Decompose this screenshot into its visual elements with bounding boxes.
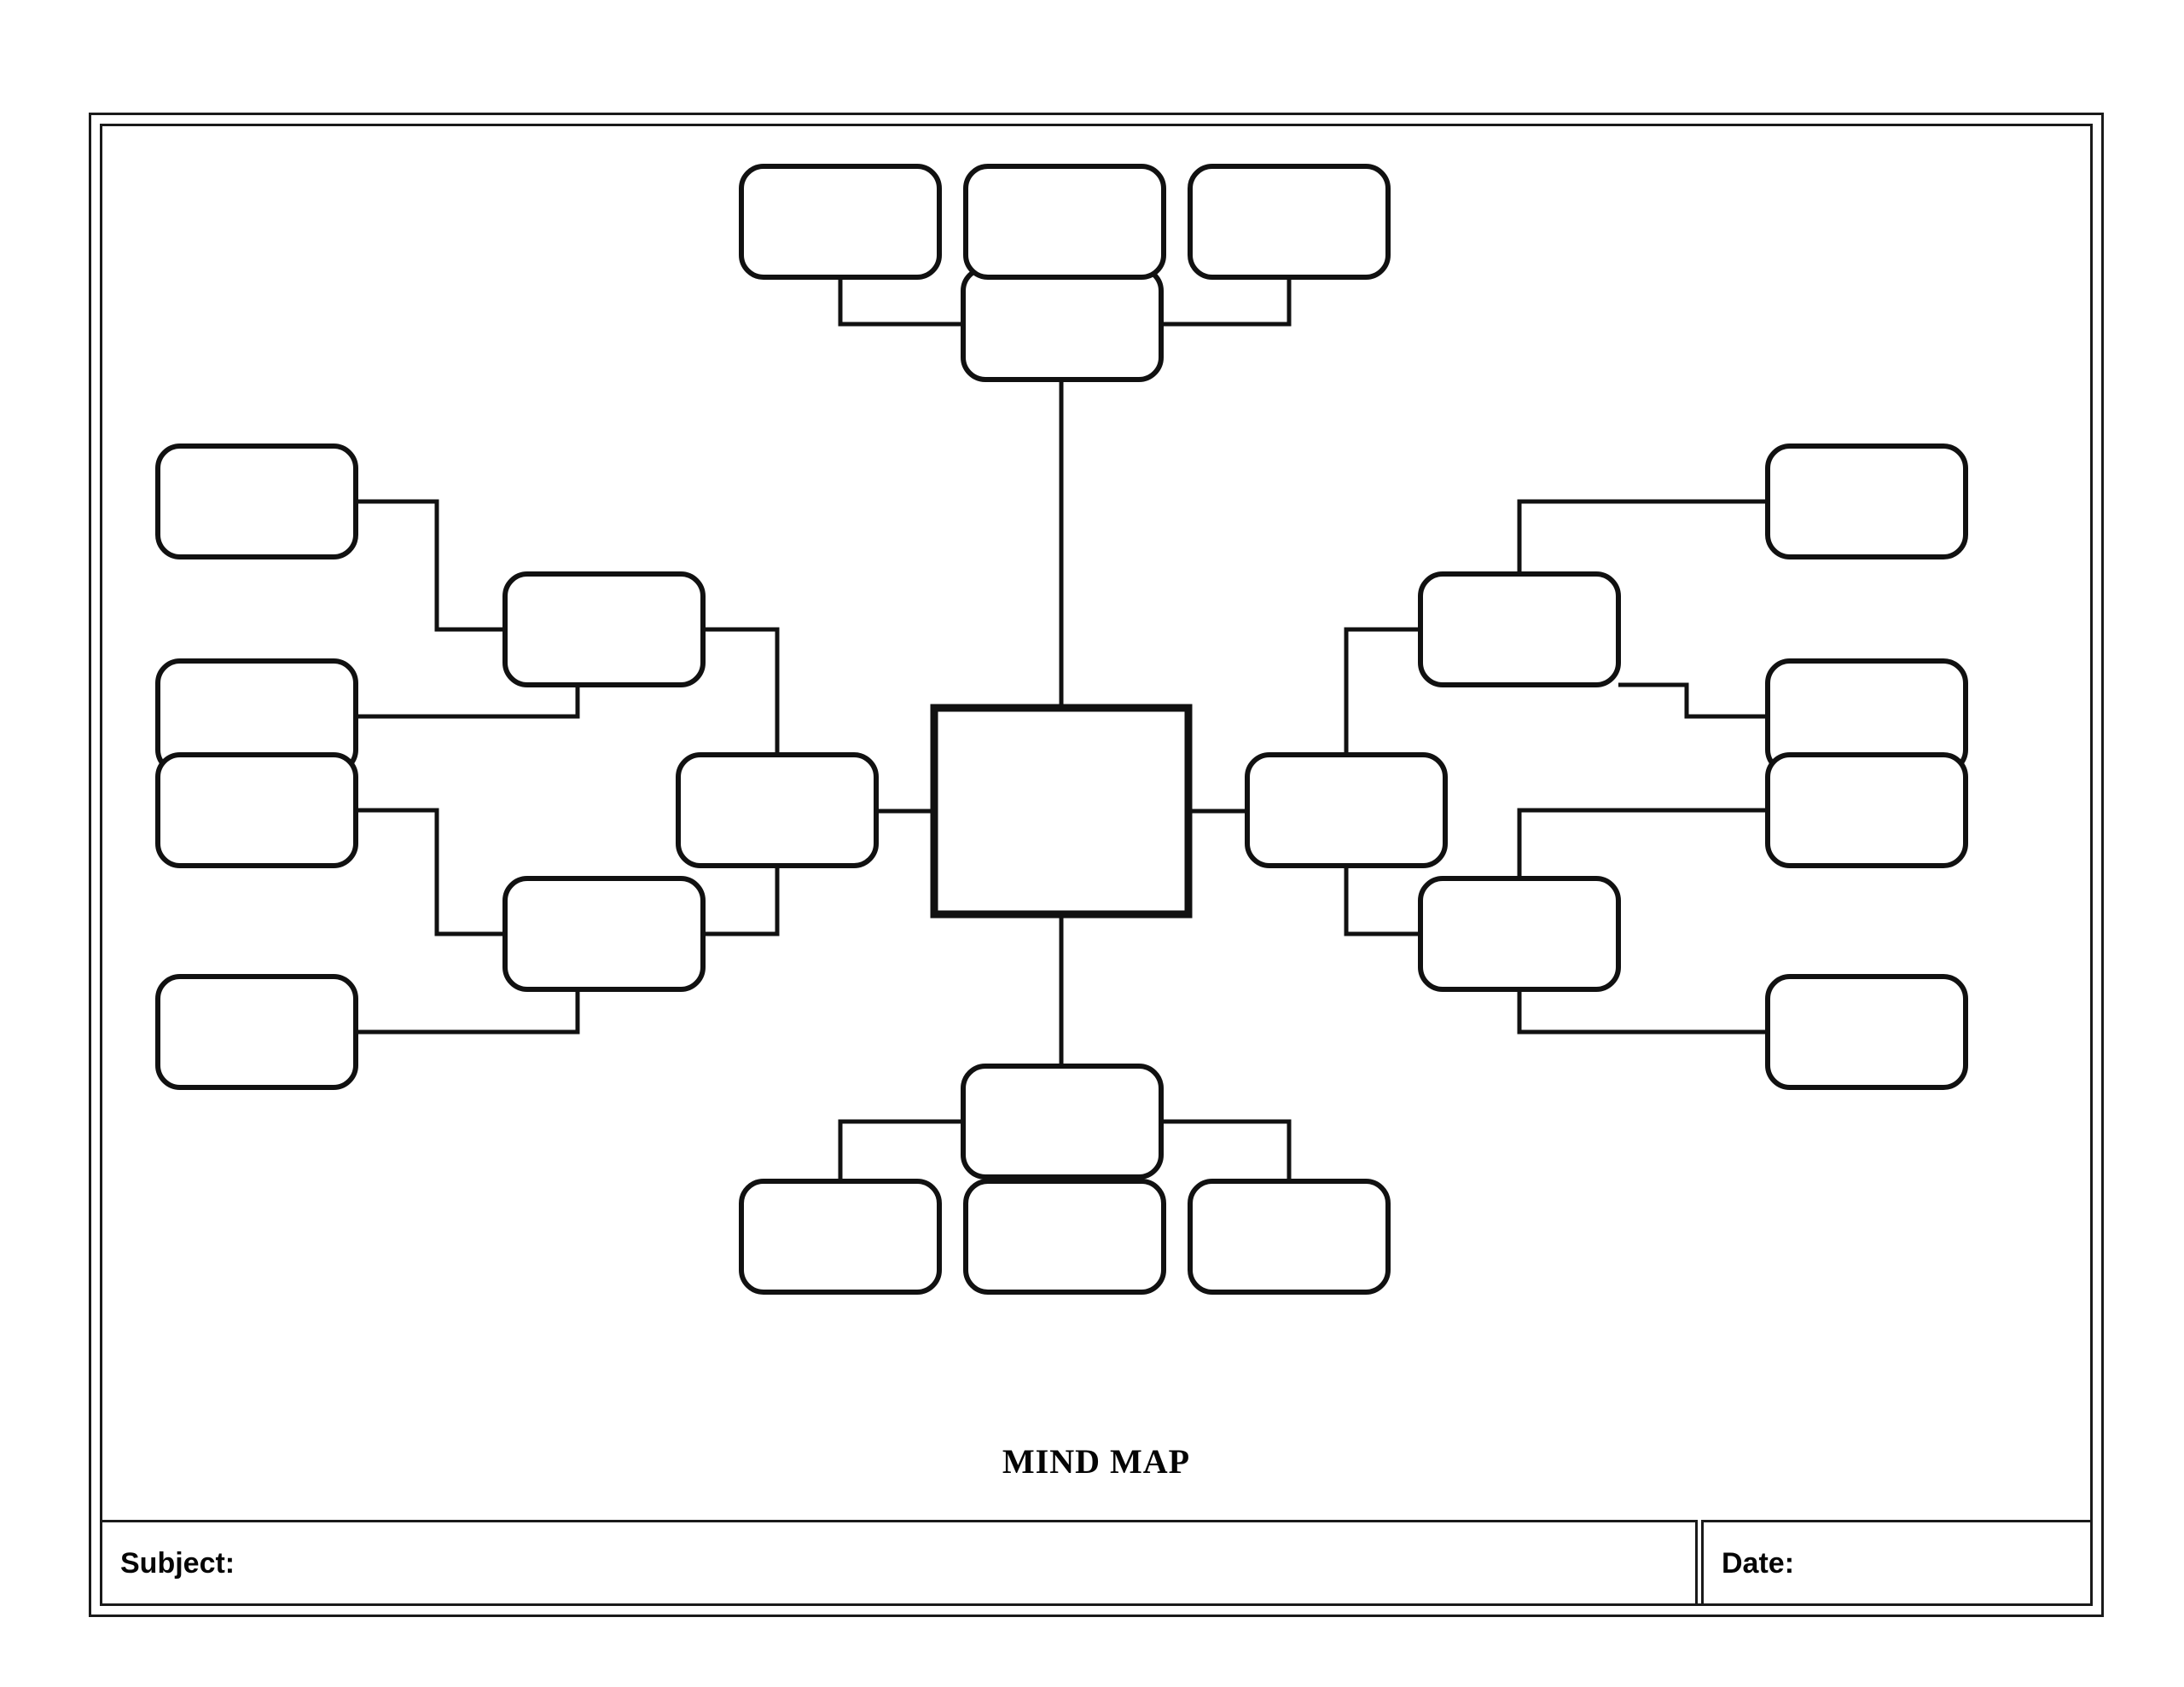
- node-right-upper-leaf-1[interactable]: [1765, 443, 1968, 559]
- node-right-lower-leaf-2[interactable]: [1765, 974, 1968, 1090]
- node-branch-left[interactable]: [676, 752, 879, 868]
- node-branch-right[interactable]: [1245, 752, 1448, 868]
- subject-writing-area[interactable]: [235, 1522, 1695, 1603]
- node-left-lower-mid[interactable]: [502, 876, 706, 992]
- edge-bot-leaf-1: [838, 1119, 963, 1181]
- node-bottom-leaf-3[interactable]: [1188, 1179, 1391, 1295]
- node-top-leaf-1[interactable]: [739, 164, 942, 280]
- node-branch-top[interactable]: [961, 266, 1164, 382]
- subject-field[interactable]: Subject:: [100, 1520, 1698, 1606]
- node-top-leaf-3[interactable]: [1188, 164, 1391, 280]
- edge-right-branch-to-dn-mid: [1344, 866, 1420, 936]
- edge-top-leaf-1: [838, 277, 963, 327]
- node-left-upper-leaf-1[interactable]: [155, 443, 358, 559]
- edge-right-up-mid-to-leaf1: [1517, 499, 1768, 574]
- node-branch-bottom[interactable]: [961, 1064, 1164, 1180]
- edge-left-up-mid-to-leaf2: [356, 685, 580, 719]
- node-top-leaf-2[interactable]: [963, 164, 1166, 280]
- date-writing-area[interactable]: [1794, 1522, 2090, 1603]
- node-central-topic[interactable]: [930, 704, 1193, 919]
- footer-fields: Subject: Date:: [100, 1520, 2093, 1606]
- edge-left-dn-mid-to-leaf2: [356, 989, 580, 1035]
- node-left-lower-leaf-2[interactable]: [155, 974, 358, 1090]
- edge-top-leaf-3: [1161, 277, 1292, 327]
- node-right-lower-mid[interactable]: [1418, 876, 1621, 992]
- date-field[interactable]: Date:: [1701, 1520, 2093, 1606]
- edge-right-dn-mid-to-leaf1: [1517, 808, 1768, 878]
- edge-left-branch-to-dn-mid: [703, 866, 780, 936]
- node-bottom-leaf-1[interactable]: [739, 1179, 942, 1295]
- edge-bot-leaf-3: [1161, 1119, 1292, 1181]
- date-label: Date:: [1722, 1546, 1795, 1580]
- node-layer: [155, 164, 1968, 1295]
- edge-left-dn-mid-to-leaf1: [356, 808, 505, 936]
- subject-label: Subject:: [120, 1546, 235, 1580]
- node-right-upper-mid[interactable]: [1418, 571, 1621, 687]
- node-left-upper-mid[interactable]: [502, 571, 706, 687]
- edge-right-branch-to-up-mid: [1344, 627, 1420, 755]
- node-left-lower-leaf-1[interactable]: [155, 752, 358, 868]
- page-title: MIND MAP: [1002, 1442, 1191, 1481]
- connector-layer: [356, 269, 1768, 1181]
- edge-right-dn-mid-to-leaf2: [1517, 989, 1768, 1035]
- node-bottom-leaf-2[interactable]: [963, 1179, 1166, 1295]
- edge-left-up-mid-to-leaf1: [356, 499, 505, 632]
- edge-right-up-mid-to-leaf2: [1618, 682, 1768, 719]
- node-right-lower-leaf-1[interactable]: [1765, 752, 1968, 868]
- edge-left-branch-to-up-mid: [703, 627, 780, 755]
- mind-map-canvas: [100, 124, 2093, 1463]
